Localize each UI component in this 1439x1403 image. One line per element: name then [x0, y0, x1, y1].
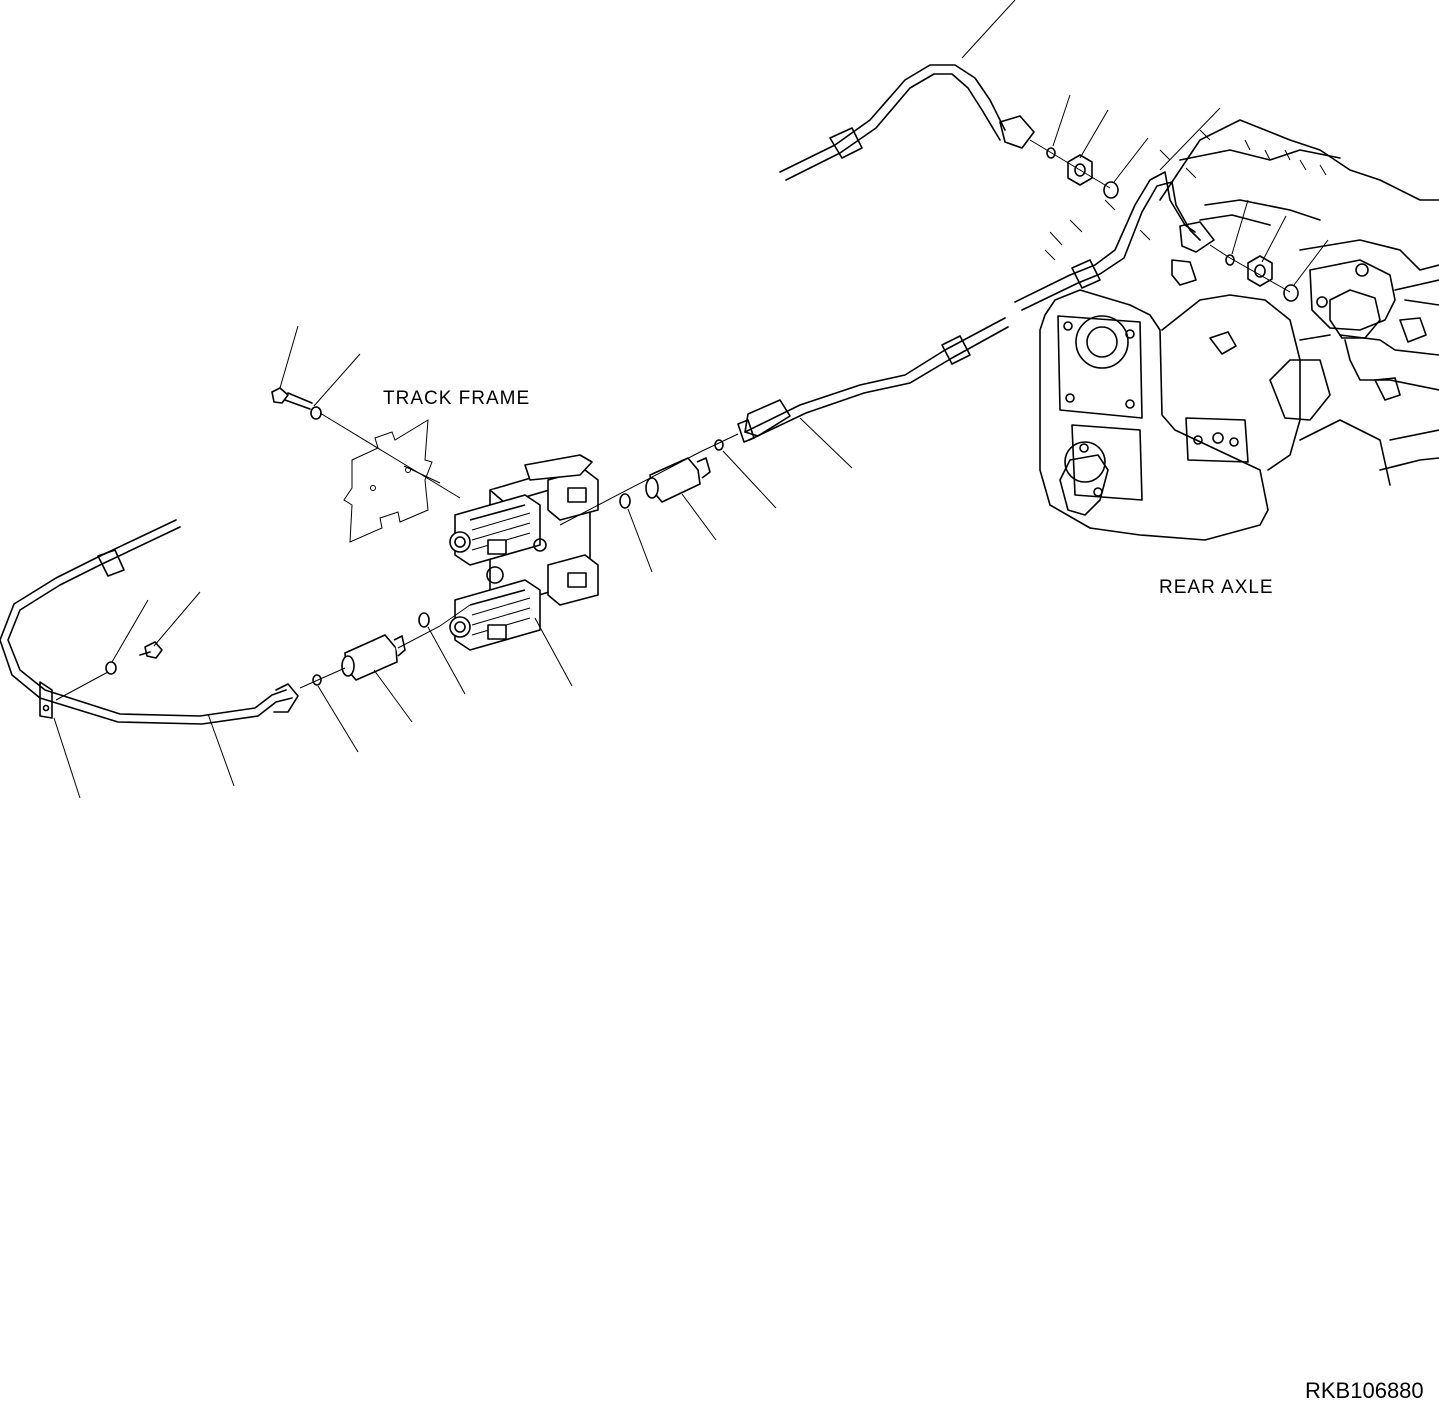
drawing-number: RKB106880 [1305, 1378, 1424, 1403]
solenoid-valve-block [449, 454, 599, 651]
rear-axle-label: REAR AXLE [1159, 577, 1274, 598]
hose-lines [0, 64, 1215, 725]
rear-axle-housing [1039, 119, 1439, 541]
leader-lines [53, 0, 1329, 799]
track-frame-patch [343, 419, 433, 543]
alignment-lines [55, 139, 1291, 701]
track-frame-label: TRACK FRAME [383, 388, 530, 409]
